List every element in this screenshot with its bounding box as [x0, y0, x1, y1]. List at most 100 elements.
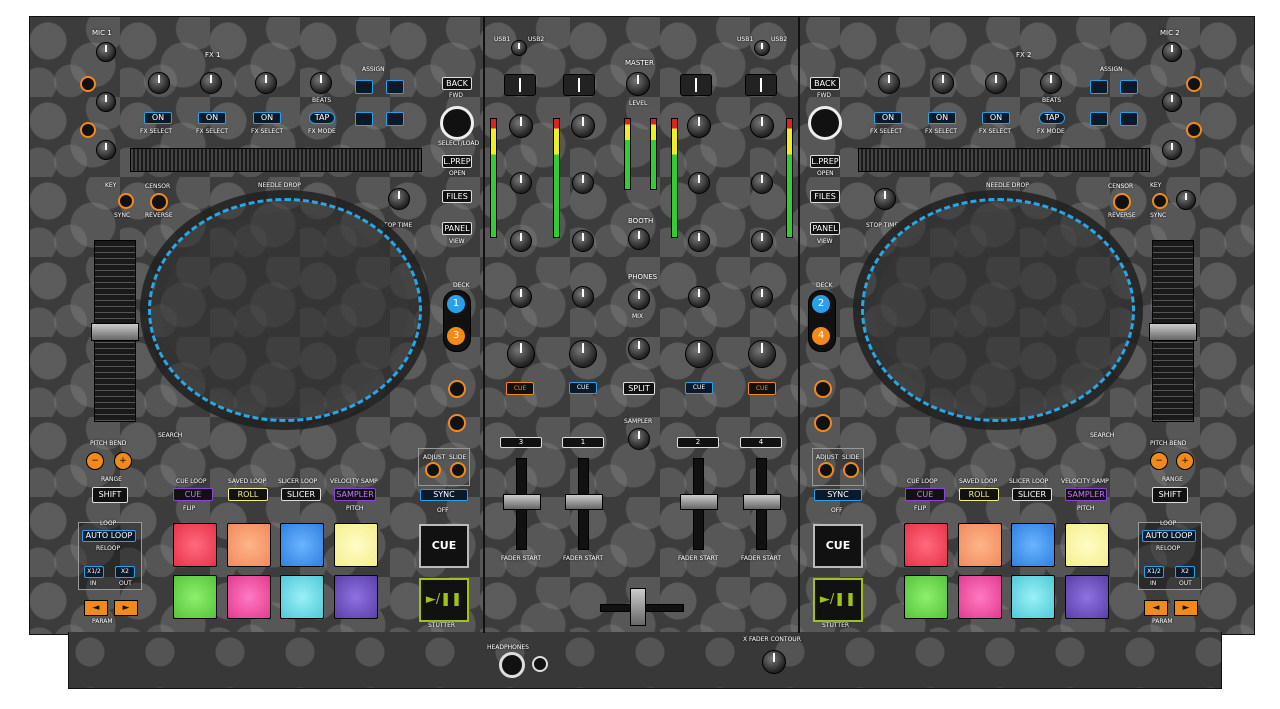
- fx1-knob-3[interactable]: [255, 72, 277, 94]
- usb-select-left[interactable]: [511, 40, 527, 56]
- load-button-ch1[interactable]: [563, 74, 595, 96]
- assign2-3-button[interactable]: [1090, 112, 1108, 126]
- cue-button[interactable]: CUE: [419, 524, 469, 568]
- pad-1[interactable]: [173, 523, 217, 567]
- mic-on-button[interactable]: [80, 76, 96, 92]
- back-button-right[interactable]: BACK: [810, 77, 840, 90]
- mic2-on-button[interactable]: [1186, 76, 1202, 92]
- ch3-fader-cap[interactable]: [503, 494, 541, 510]
- xfader-contour-knob[interactable]: [762, 650, 786, 674]
- play-pause-button[interactable]: ►/❚❚: [419, 578, 469, 622]
- pad-r5[interactable]: [904, 575, 948, 619]
- ch4-mid-knob[interactable]: [751, 230, 773, 252]
- panel-button-right[interactable]: PANEL: [810, 222, 840, 235]
- fx1-on-button-3[interactable]: ON: [253, 112, 281, 124]
- pad-2[interactable]: [227, 523, 271, 567]
- phones-level-knob[interactable]: [628, 338, 650, 360]
- fx1-on-button-1[interactable]: ON: [144, 112, 172, 124]
- deck-3-button[interactable]: 3: [447, 327, 465, 345]
- assign-1-button[interactable]: [355, 80, 373, 94]
- fx2-tap-button[interactable]: TAP: [1039, 112, 1065, 124]
- left-pitch-fader[interactable]: [91, 240, 139, 422]
- play-pause-button-right[interactable]: ►/❚❚: [813, 578, 863, 622]
- mic2-level-knob[interactable]: [1162, 42, 1182, 62]
- fx1-knob-1[interactable]: [148, 72, 170, 94]
- fx1-tap-button[interactable]: TAP: [309, 112, 335, 124]
- fx1-beats-knob[interactable]: [310, 72, 332, 94]
- pitch-fader-cap-right[interactable]: [1149, 323, 1197, 341]
- mic1-level-knob[interactable]: [96, 42, 116, 62]
- ch4-filter-knob[interactable]: [748, 340, 776, 368]
- loop-half-button[interactable]: X1/2: [84, 566, 104, 578]
- ch1-fader-cap[interactable]: [565, 494, 603, 510]
- ch3-mid-knob[interactable]: [510, 230, 532, 252]
- roll-mode-button[interactable]: ROLL: [228, 488, 268, 501]
- pad-5[interactable]: [173, 575, 217, 619]
- slip-button-right[interactable]: [814, 414, 832, 432]
- vinyl-button-right[interactable]: [814, 380, 832, 398]
- phones-mix-knob[interactable]: [628, 288, 650, 310]
- roll-mode-button-right[interactable]: ROLL: [959, 488, 999, 501]
- key-knob-right[interactable]: [1176, 190, 1196, 210]
- pad-r4[interactable]: [1065, 523, 1109, 567]
- lprep-button-right[interactable]: L.PREP: [810, 155, 840, 168]
- load-button-ch4[interactable]: [745, 74, 777, 96]
- pad-r2[interactable]: [958, 523, 1002, 567]
- ch1-level-knob[interactable]: [571, 114, 595, 138]
- ch3-cue-button[interactable]: CUE: [506, 382, 534, 395]
- pad-7[interactable]: [280, 575, 324, 619]
- key-lock-button[interactable]: [118, 193, 134, 209]
- ch1-mid-knob[interactable]: [572, 230, 594, 252]
- ch2-hi-knob[interactable]: [688, 172, 710, 194]
- auto-loop-button[interactable]: AUTO LOOP: [82, 530, 136, 542]
- sampler-mode-button[interactable]: SAMPLER: [334, 488, 376, 501]
- ch4-fader-cap[interactable]: [743, 494, 781, 510]
- mic-echo-button[interactable]: [80, 122, 96, 138]
- deck-2-button[interactable]: 2: [812, 295, 830, 313]
- pad-6[interactable]: [227, 575, 271, 619]
- loop-double-button[interactable]: X2: [115, 566, 135, 578]
- param-right-button-right[interactable]: ►: [1174, 600, 1198, 616]
- browse-encoder-right[interactable]: [808, 106, 842, 140]
- param-left-button[interactable]: ◄: [84, 600, 108, 616]
- assign2-1-button[interactable]: [1090, 80, 1108, 94]
- ch4-hi-knob[interactable]: [751, 172, 773, 194]
- deck-switch-right[interactable]: 2 4: [808, 290, 836, 352]
- vinyl-button[interactable]: [448, 380, 466, 398]
- censor-button[interactable]: [150, 193, 168, 211]
- headphone-jack-small[interactable]: [532, 656, 548, 672]
- master-level-knob[interactable]: [626, 72, 650, 96]
- ch2-cue-button[interactable]: CUE: [685, 382, 713, 394]
- ch2-level-knob[interactable]: [687, 114, 711, 138]
- ch1-cue-button[interactable]: CUE: [569, 382, 597, 394]
- loop-half-button-right[interactable]: X1/2: [1144, 566, 1164, 578]
- ch3-low-knob[interactable]: [510, 286, 532, 308]
- mic2-echo-button[interactable]: [1186, 122, 1202, 138]
- clr-button-right[interactable]: [843, 462, 859, 478]
- pitch-bend-minus-right[interactable]: −: [1150, 452, 1168, 470]
- needle-drop-strip[interactable]: [130, 148, 422, 172]
- clr-button[interactable]: [450, 462, 466, 478]
- ch2-low-knob[interactable]: [688, 286, 710, 308]
- pad-r1[interactable]: [904, 523, 948, 567]
- ch3-filter-knob[interactable]: [507, 340, 535, 368]
- assign-2-button[interactable]: [386, 80, 404, 94]
- ch1-low-knob[interactable]: [572, 286, 594, 308]
- ch2-mid-knob[interactable]: [688, 230, 710, 252]
- shift-button-right[interactable]: SHIFT: [1152, 487, 1188, 503]
- slip-button[interactable]: [448, 414, 466, 432]
- pad-8[interactable]: [334, 575, 378, 619]
- mic1-low-knob[interactable]: [96, 140, 116, 160]
- set-button-right[interactable]: [818, 462, 834, 478]
- load-button-ch3[interactable]: [504, 74, 536, 96]
- pad-r8[interactable]: [1065, 575, 1109, 619]
- fx2-knob-2[interactable]: [932, 72, 954, 94]
- assign2-2-button[interactable]: [1120, 80, 1138, 94]
- ch1-hi-knob[interactable]: [572, 172, 594, 194]
- pad-4[interactable]: [334, 523, 378, 567]
- param-left-button-right[interactable]: ◄: [1144, 600, 1168, 616]
- key-lock-button-right[interactable]: [1152, 193, 1168, 209]
- sampler-mode-button-right[interactable]: SAMPLER: [1065, 488, 1107, 501]
- pad-r7[interactable]: [1011, 575, 1055, 619]
- needle-drop-strip-right[interactable]: [858, 148, 1150, 172]
